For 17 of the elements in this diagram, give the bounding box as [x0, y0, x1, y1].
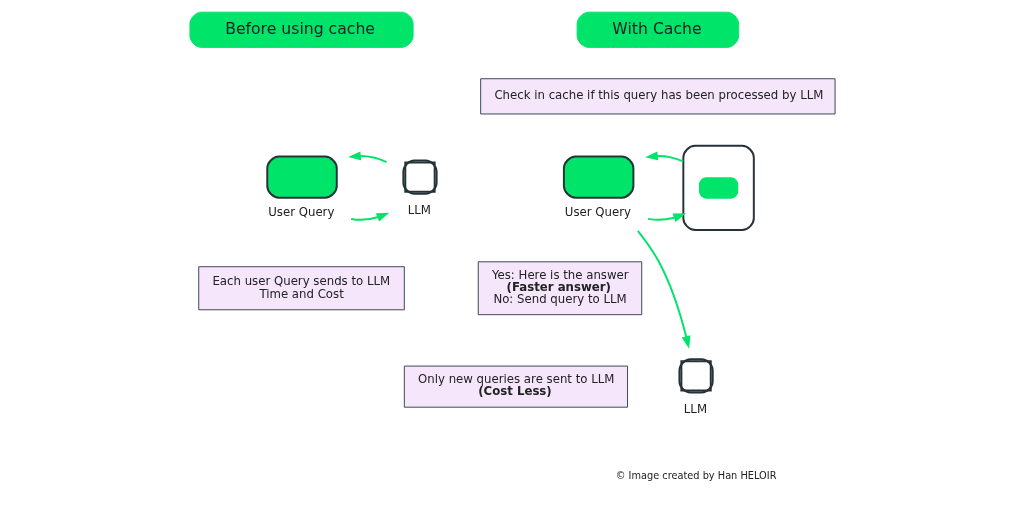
arrow	[636, 229, 690, 349]
node-box: With Cache	[576, 11, 739, 48]
node-box: Yes: Here is the answer (Faster answer) No: Send query to LLM	[477, 261, 642, 316]
node-box: Only new queries are sent to LLM (Cost Less)	[403, 365, 628, 408]
node-label: LLM	[407, 202, 431, 217]
node-box: Before using cache	[188, 11, 414, 48]
node-label: LLM	[683, 401, 707, 416]
arrow	[349, 212, 389, 222]
node-box: Check in cache if this query has been processed by LLM	[479, 78, 836, 115]
node-label: User Query	[267, 204, 334, 219]
label: © Image created by Han HELOIR	[615, 469, 776, 481]
node-picture	[681, 144, 755, 231]
node-label: User Query	[564, 204, 631, 219]
node-box: Each user Query sends to LLM Time and Cost	[197, 266, 405, 311]
arrow	[644, 151, 684, 163]
arrow	[347, 151, 388, 163]
arrow	[646, 213, 686, 222]
